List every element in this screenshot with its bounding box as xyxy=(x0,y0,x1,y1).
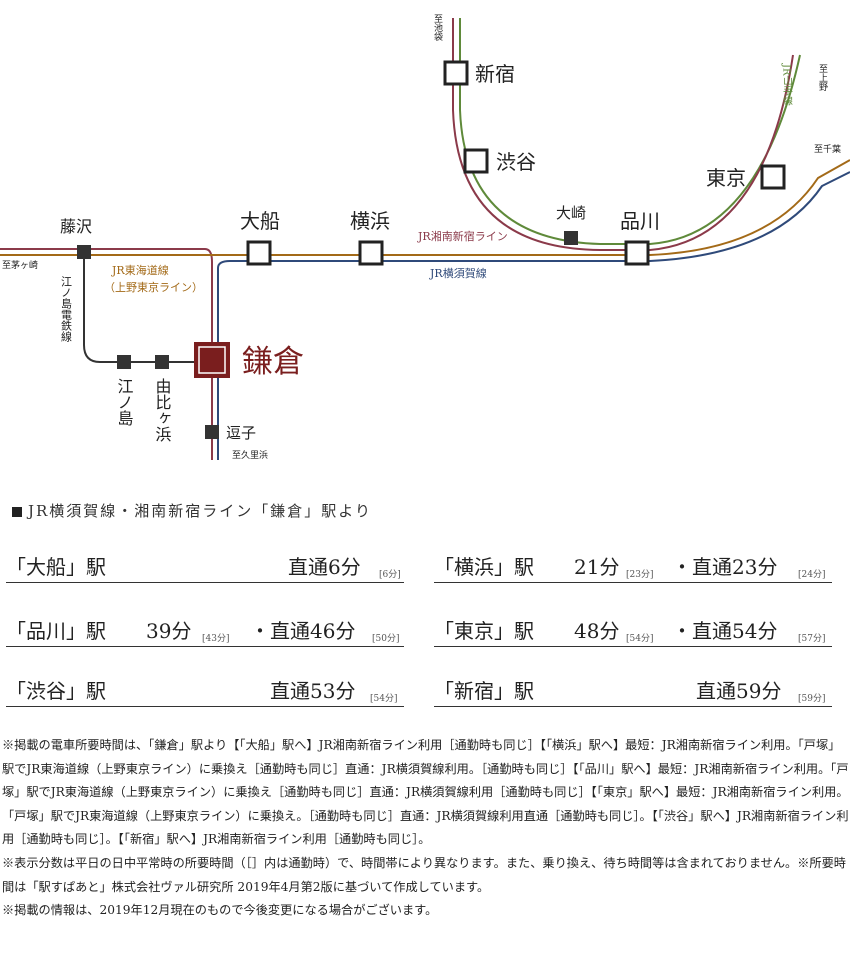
station-zushi-marker xyxy=(205,425,219,439)
station-shinagawa-marker xyxy=(624,240,650,266)
tokaido-line xyxy=(0,159,850,256)
footnote: ※掲載の情報は、2019年12月現在のもので今後変更になる場合がございます。 xyxy=(2,903,438,918)
station-kamakura-marker xyxy=(194,342,230,378)
travel-time-heading: JR横須賀線・湘南新宿ライン「鎌倉」駅より xyxy=(12,500,372,521)
label-zushi: 逗子 xyxy=(226,424,256,442)
footnote: ※表示分数は平日の日中平常時の所要時間（［］内は通勤時）で、時間帯により異なりま… xyxy=(2,855,846,894)
time-row-ofuna: 「大船」駅 直通6分 [6分] xyxy=(6,552,404,583)
station-yuigahama-marker xyxy=(155,355,169,369)
station-tokyo-marker xyxy=(760,164,786,190)
line-label-yokosuka: JR横須賀線 xyxy=(429,266,487,280)
label-yokohama: 横浜 xyxy=(350,209,390,233)
station-yokohama-marker xyxy=(358,240,384,266)
label-yuigahama: 由比ヶ浜 xyxy=(153,378,172,442)
label-tokyo: 東京 xyxy=(706,166,746,190)
station-ofuna-marker xyxy=(246,240,272,266)
time-row-tokyo: 「東京」駅 48分 [54分] ・直通54分 [57分] xyxy=(434,616,832,647)
direction-chigasaki: 至茅ヶ崎 xyxy=(2,259,38,271)
label-shinagawa: 品川 xyxy=(620,209,660,233)
time-row-shibuya: 「渋谷」駅 直通53分 [54分] xyxy=(6,676,404,707)
line-label-shonan-shinjuku: JR湘南新宿ライン xyxy=(417,229,508,243)
station-osaki-marker xyxy=(564,231,578,245)
station-fujisawa-marker xyxy=(77,245,91,259)
route-map: 新宿 渋谷 東京 大崎 品川 横浜 大船 藤沢 鎌倉 江ノ島 由比ヶ浜 逗子 至… xyxy=(0,14,850,461)
label-osaki: 大崎 xyxy=(556,204,586,222)
time-row-shinagawa: 「品川」駅 39分 [43分] ・直通46分 [50分] xyxy=(6,616,404,647)
yokosuka-line xyxy=(217,171,850,460)
direction-kurihama: 至久里浜 xyxy=(232,449,268,461)
label-enoshima: 江ノ島 xyxy=(115,378,134,426)
time-row-yokohama: 「横浜」駅 21分 [23分] ・直通23分 [24分] xyxy=(434,552,832,583)
station-enoshima-marker xyxy=(117,355,131,369)
direction-ueno: 至上野 xyxy=(817,64,828,91)
label-kamakura: 鎌倉 xyxy=(242,344,304,380)
footnotes: ※掲載の電車所要時間は、「鎌倉」駅より【「大船」駅へ】JR湘南新宿ライン利用［通… xyxy=(2,734,850,923)
line-label-enoden: 江ノ島電鉄線 xyxy=(60,276,73,342)
label-shibuya: 渋谷 xyxy=(496,150,536,174)
direction-ikebukuro: 至池袋 xyxy=(432,14,443,41)
label-shinjuku: 新宿 xyxy=(475,62,515,86)
line-label-tokaido: JR東海道線 xyxy=(111,263,169,277)
footnote: ※掲載の電車所要時間は、「鎌倉」駅より【「大船」駅へ】JR湘南新宿ライン利用［通… xyxy=(2,738,849,847)
direction-chiba: 至千葉 xyxy=(814,143,841,155)
enoden-line xyxy=(83,249,205,363)
station-shibuya-marker xyxy=(463,148,489,174)
station-shinjuku-marker xyxy=(443,60,469,86)
label-ofuna: 大船 xyxy=(240,209,280,233)
label-fujisawa: 藤沢 xyxy=(60,217,92,236)
line-label-yamanote: JR山手線 xyxy=(781,63,793,106)
time-row-shinjuku: 「新宿」駅 直通59分 [59分] xyxy=(434,676,832,707)
line-label-tokaido-sub: （上野東京ライン） xyxy=(104,280,203,294)
